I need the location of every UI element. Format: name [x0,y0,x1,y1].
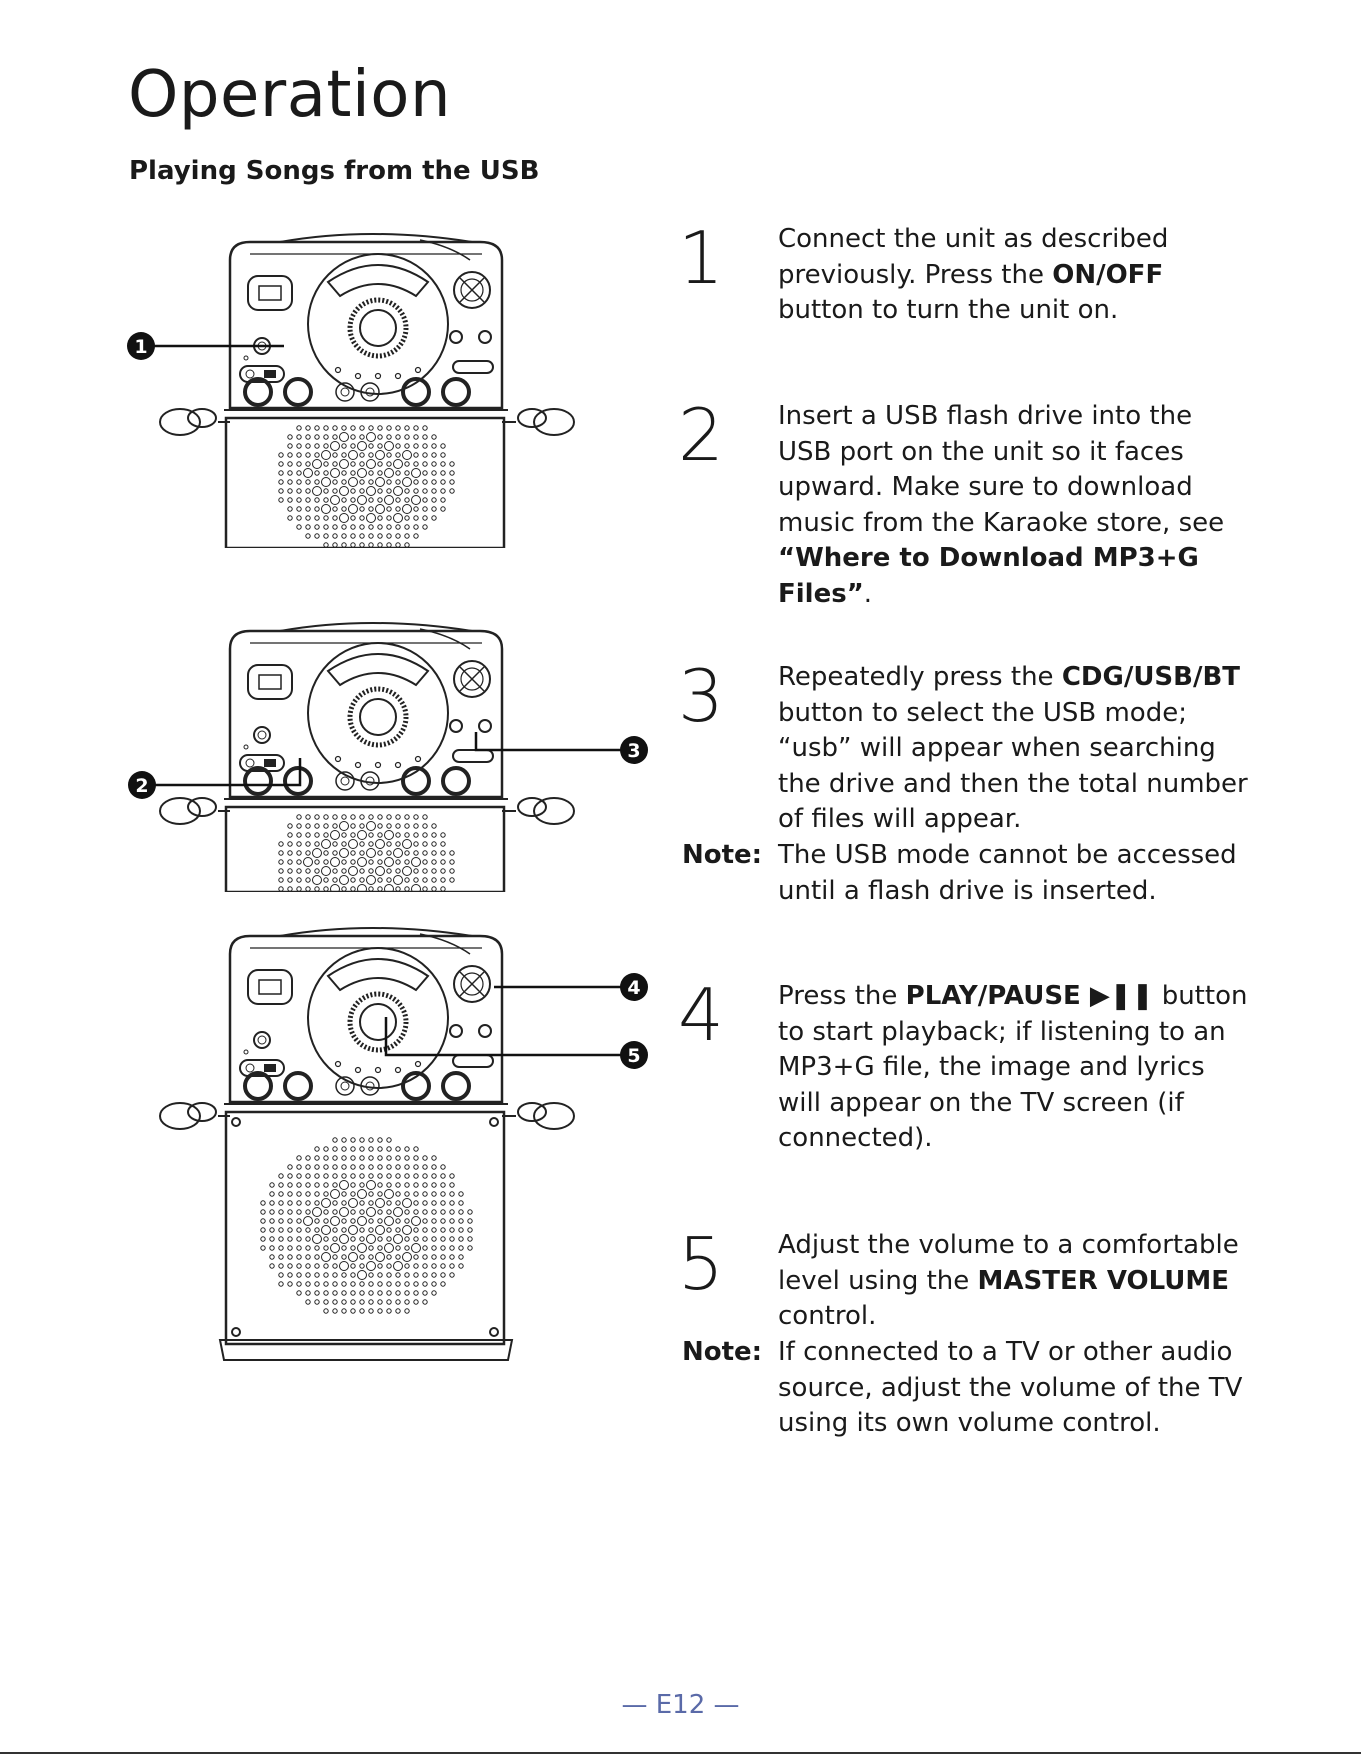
karaoke-unit-figure-1: 1 [120,228,620,548]
svg-text:2: 2 [135,775,148,797]
callout-4: 4 [494,973,648,1001]
karaoke-unit-figure-3: 4 5 [120,922,680,1402]
step-5-text: Adjust the volume to a comfortable level… [778,1230,1239,1331]
section-title: Playing Songs from the USB [129,156,540,186]
step-5-note: If connected to a TV or other audio sour… [778,1337,1243,1438]
svg-text:1: 1 [134,336,147,358]
svg-text:5: 5 [627,1045,640,1067]
step-2-number: 2 [678,393,724,477]
step-2-text: Insert a USB flash drive into the USB po… [778,401,1225,609]
svg-text:3: 3 [627,740,640,762]
callout-1: 1 [127,332,284,360]
page-title: Operation [128,58,451,132]
page-number: — E12 — [621,1690,740,1720]
step-3-note: The USB mode cannot be accessed until a … [778,840,1237,906]
step-3-number: 3 [678,654,724,738]
karaoke-unit-illustration [159,622,575,892]
step-3-note-label: Note: [682,840,763,870]
step-4-number: 4 [678,973,724,1057]
callout-5: 5 [384,1017,648,1069]
step-5-number: 5 [678,1222,724,1306]
step-1-text: Connect the unit as described previously… [778,224,1169,325]
bottom-rule [0,1752,1361,1754]
callout-2: 2 [128,758,302,799]
svg-text:4: 4 [627,977,640,999]
step-4-text: Press the PLAY/PAUSE ▶❚❚ button to start… [778,981,1248,1153]
karaoke-unit-illustration [159,233,575,548]
step-1-number: 1 [678,216,724,300]
callout-3: 3 [474,732,648,764]
karaoke-unit-figure-2: 2 3 [120,617,680,892]
karaoke-unit-illustration [159,927,575,1361]
step-3-text: Repeatedly press the CDG/USB/BT button t… [778,662,1248,834]
step-5-note-label: Note: [682,1337,763,1367]
